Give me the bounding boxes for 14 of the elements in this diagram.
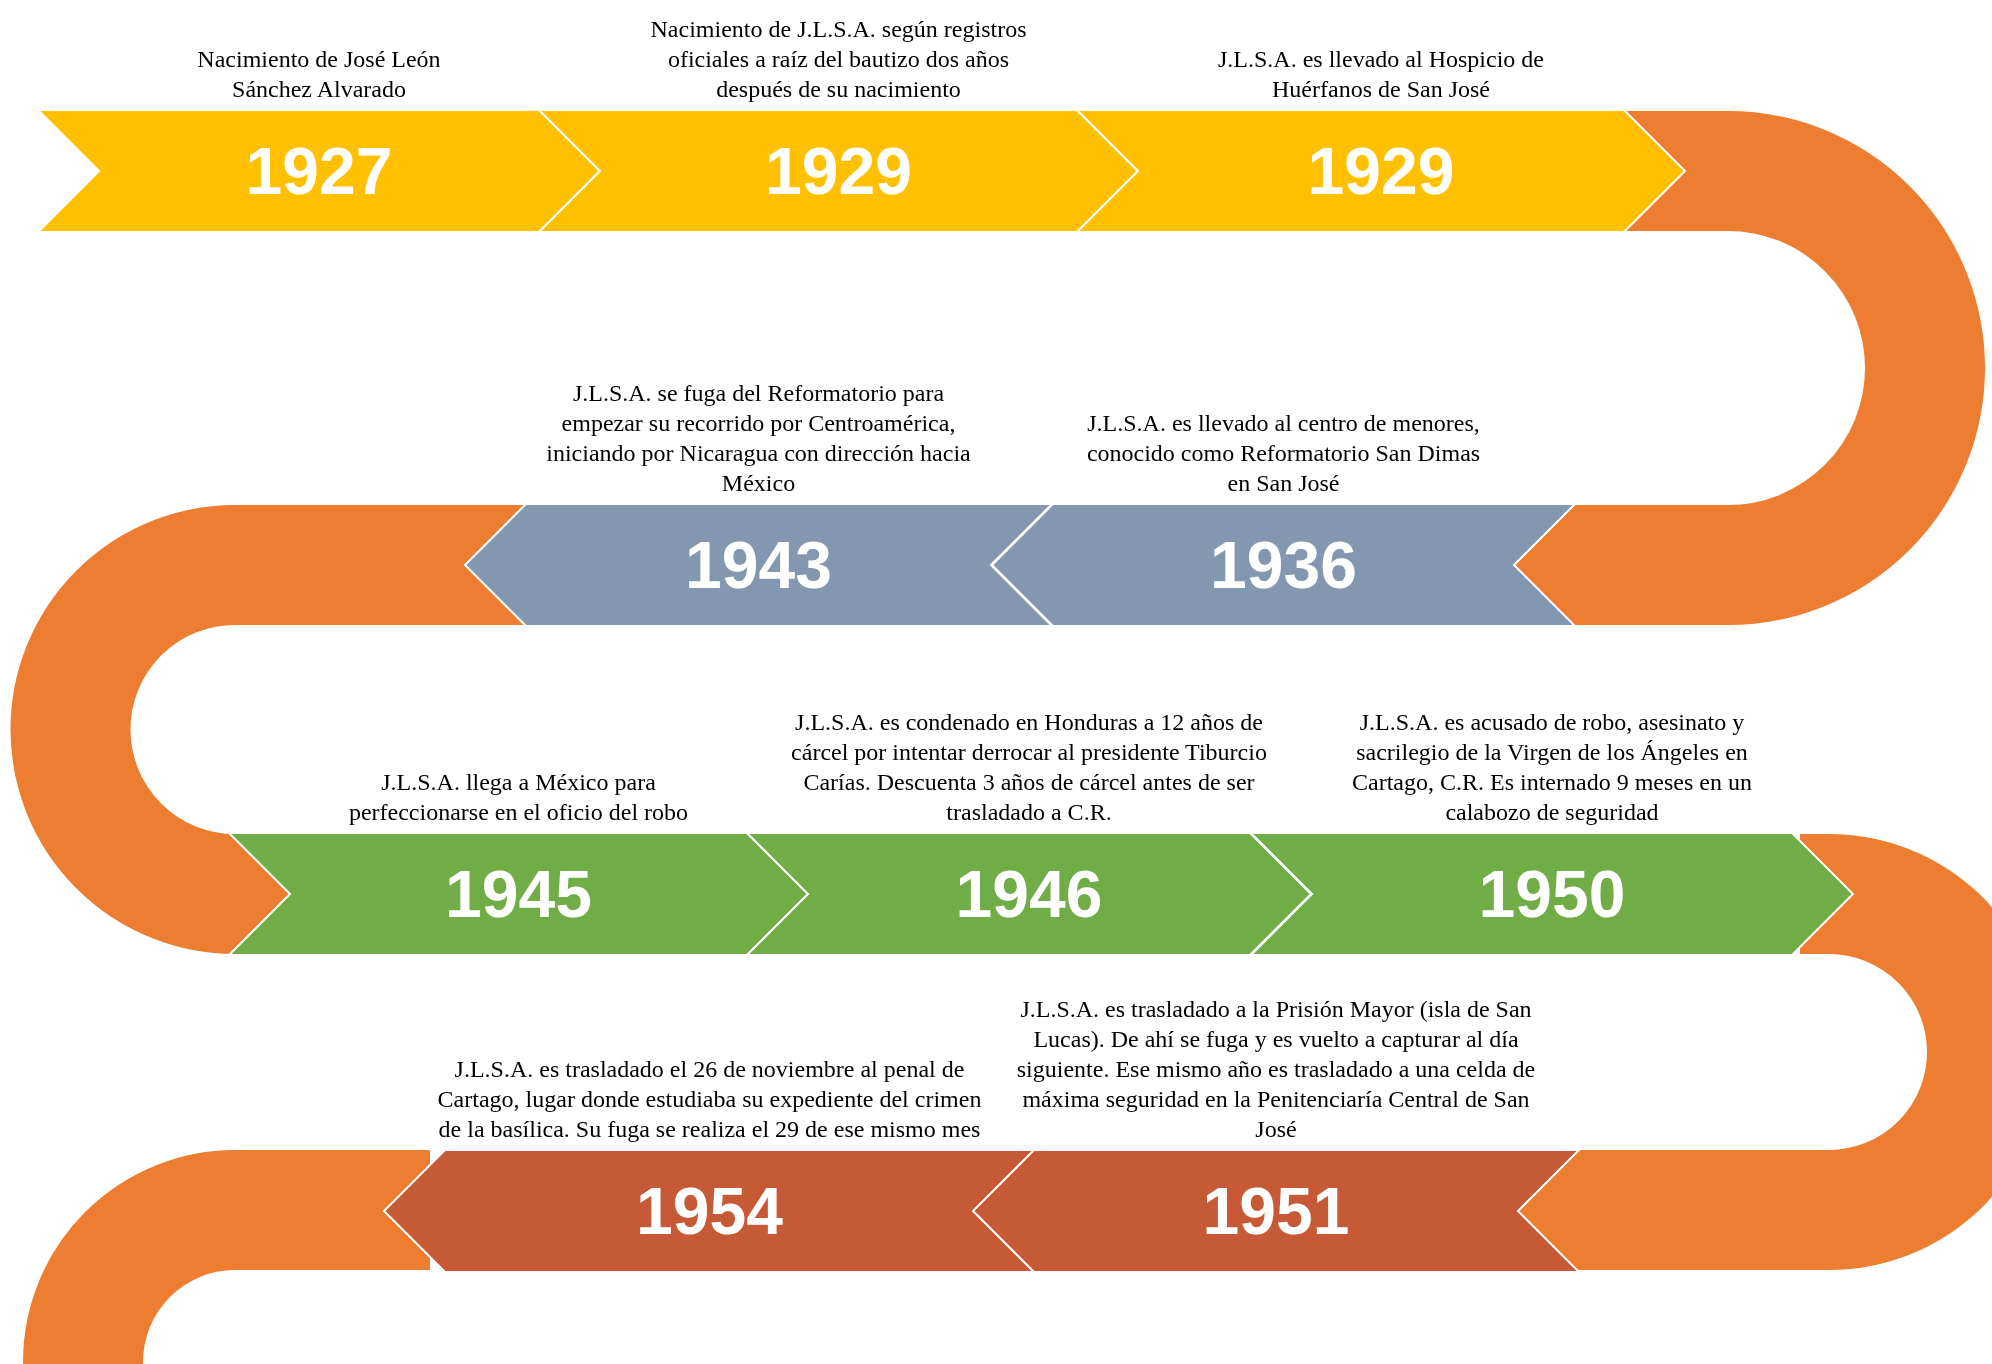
event-description: J.L.S.A. se fuga del Reformatorio para empezar su recorrido por Centroamérica, iniciando por Nicaragua con dirección hacia México xyxy=(545,379,972,498)
year-label: 1936 xyxy=(1210,527,1357,603)
event-description: Nacimiento de J.L.S.A. según registros oficiales a raíz del bautizo dos años después de su nacimiento xyxy=(649,15,1028,104)
event-description: J.L.S.A. es condenado en Honduras a 12 años de cárcel por intentar derrocar al presidente Tiburcio Carías. Descuenta 3 años de cárcel antes de ser trasladado a C.R. xyxy=(790,708,1268,827)
year-label: 1929 xyxy=(1307,133,1455,209)
event-description: J.L.S.A. es trasladado a la Prisión Mayor (isla de San Lucas). De ahí se fuga y es vuelto a capturar al día siguiente. Ese mismo año es trasladado a una celda de máxima seguridad en la Penitenciaría Central de San José xyxy=(1016,995,1536,1144)
event-description: J.L.S.A. es llevado al centro de menores, conocido como Reformatorio San Dimas en San José xyxy=(1085,409,1482,498)
event-description: J.L.S.A. es llevado al Hospicio de Huérfanos de San José xyxy=(1217,45,1545,104)
event-description: J.L.S.A. es acusado de robo, asesinato y sacrilegio de la Virgen de los Ángeles en Cartago, C.R. Es internado 9 meses en un calabozo de seguridad xyxy=(1351,708,1753,827)
year-label: 1951 xyxy=(1202,1173,1350,1249)
year-label: 1950 xyxy=(1478,856,1626,932)
event-description: J.L.S.A. es trasladado el 26 de noviembre al penal de Cartago, lugar donde estudiaba su expediente del crimen de la basílica. Su fuga se realiza el 29 de ese mismo mes xyxy=(436,1055,983,1144)
event-description: J.L.S.A. llega a México para perfeccionarse en el oficio del robo xyxy=(347,768,690,827)
event-description: Nacimiento de José León Sánchez Alvarado xyxy=(196,45,442,104)
